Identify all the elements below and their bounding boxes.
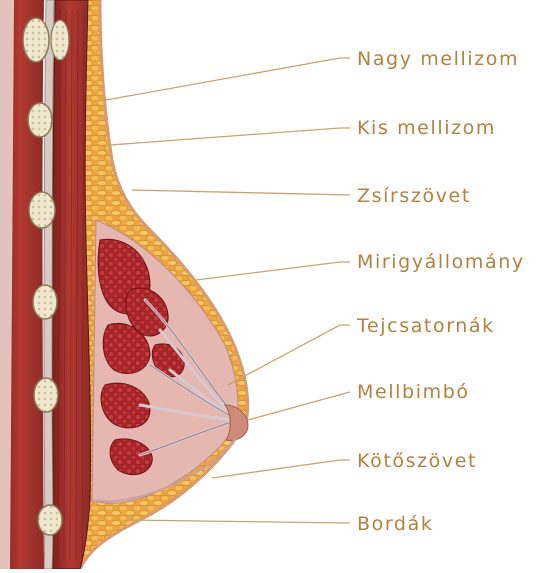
label-mellbimbo: Mellbimbó bbox=[357, 380, 470, 404]
label-kotoszovet: Kötőszövet bbox=[357, 449, 477, 473]
label-zsirszovet: Zsírszövet bbox=[357, 184, 471, 208]
label-nagy-mellizom: Nagy mellizom bbox=[357, 47, 519, 71]
label-kis-mellizom: Kis mellizom bbox=[357, 116, 496, 140]
label-mirigyallomany: Mirigyállomány bbox=[357, 250, 525, 274]
label-bordak: Bordák bbox=[357, 512, 433, 536]
label-tejcsatornak: Tejcsatornák bbox=[357, 314, 495, 338]
